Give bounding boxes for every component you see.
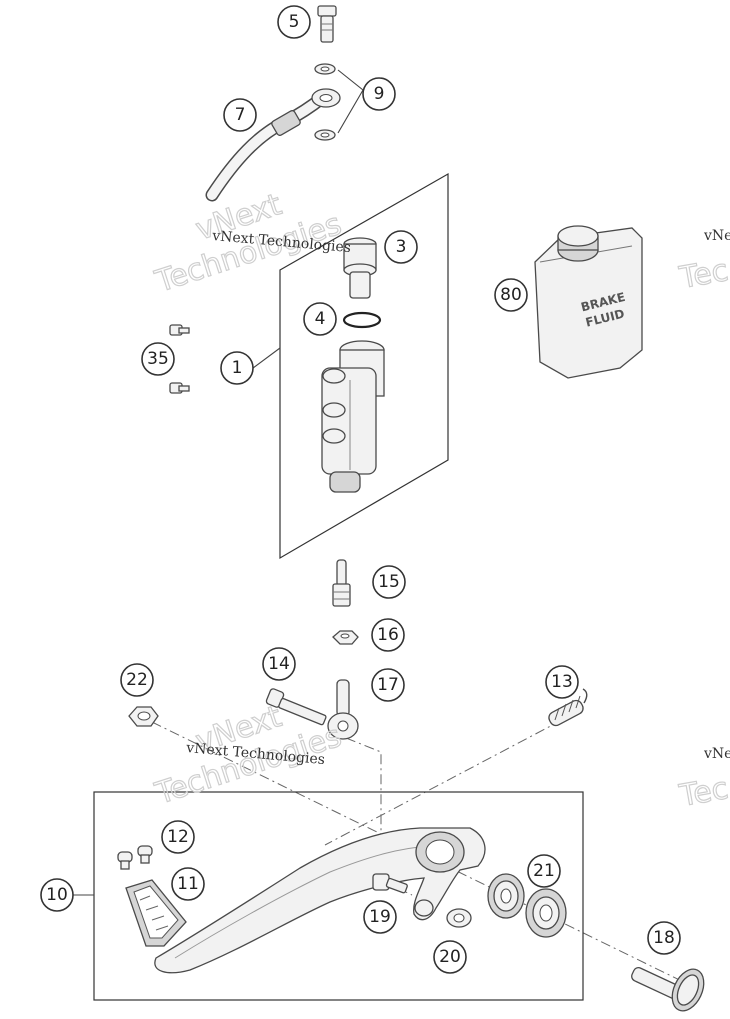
callout-11: 11 [171, 867, 205, 901]
leader-9 [337, 69, 364, 134]
axis-rod [345, 737, 382, 842]
fork-head-part [327, 679, 359, 740]
callout-19: 19 [363, 900, 397, 934]
callout-21: 21 [527, 854, 561, 888]
callout-20-label: 20 [439, 947, 461, 967]
screw-19-part [372, 873, 408, 894]
callout-4-label: 4 [315, 309, 326, 329]
push-rod-part [332, 559, 351, 607]
callout-13-label: 13 [551, 672, 573, 692]
watermark-edge-bottom: vNe Tec [676, 746, 730, 815]
callout-14: 14 [262, 647, 296, 681]
pivot-bolt-part [631, 966, 705, 1012]
callout-10-label: 10 [46, 885, 68, 905]
callout-16-label: 16 [377, 625, 399, 645]
callout-22: 22 [120, 663, 154, 697]
washer-20-part [446, 908, 472, 928]
callout-12: 12 [161, 820, 195, 854]
bearing-21-part [487, 873, 567, 938]
callout-21-label: 21 [533, 861, 555, 881]
cylinder-group-frame [279, 172, 449, 560]
sealing-ring-part [314, 63, 336, 141]
callout-1: 1 [220, 351, 254, 385]
screw-35-part [169, 324, 190, 394]
watermark-edge-big: Tec [676, 771, 730, 814]
callout-15: 15 [372, 565, 406, 599]
brake-hose-part [205, 88, 341, 202]
watermark-edge-top: vNe Tec [676, 228, 730, 297]
pedal-tip-part [125, 879, 187, 947]
callout-5: 5 [277, 5, 311, 39]
watermark-edge-small: vNe [703, 746, 730, 762]
brake-lever-part [154, 827, 486, 974]
callout-9-label: 9 [374, 84, 385, 104]
callout-80-label: 80 [500, 285, 522, 305]
callout-12-label: 12 [167, 827, 189, 847]
leader-1 [252, 347, 281, 369]
callout-7: 7 [223, 98, 257, 132]
callout-35-label: 35 [147, 349, 169, 369]
callout-1-label: 1 [232, 358, 243, 378]
banjo-bolt-part [317, 5, 337, 43]
callout-18: 18 [647, 921, 681, 955]
lever-group-frame [93, 791, 584, 1001]
callout-5-label: 5 [289, 12, 300, 32]
return-spring-part [548, 688, 588, 727]
callout-13: 13 [545, 665, 579, 699]
callout-3: 3 [384, 230, 418, 264]
callout-20: 20 [433, 940, 467, 974]
callout-10: 10 [40, 878, 74, 912]
o-ring-part [342, 311, 382, 329]
callout-11-label: 11 [177, 874, 199, 894]
callout-18-label: 18 [653, 928, 675, 948]
callout-7-label: 7 [235, 105, 246, 125]
callout-4: 4 [303, 302, 337, 336]
callout-19-label: 19 [369, 907, 391, 927]
callout-22-label: 22 [126, 670, 148, 690]
screw-12-part [117, 845, 153, 870]
callout-15-label: 15 [378, 572, 400, 592]
master-cylinder-part [321, 340, 385, 493]
axis-spring [324, 719, 563, 846]
callout-16: 16 [371, 618, 405, 652]
callout-9: 9 [362, 77, 396, 111]
callout-14-label: 14 [268, 654, 290, 674]
reservoir-connector-part [343, 237, 377, 299]
callout-35: 35 [141, 342, 175, 376]
callout-80: 80 [494, 278, 528, 312]
callout-17: 17 [371, 668, 405, 702]
watermark-top: vNext Technologies vNext Technologies [150, 187, 351, 301]
nut-22-part [128, 706, 159, 727]
callout-3-label: 3 [396, 237, 407, 257]
nut-16-part [332, 630, 359, 645]
bolt-14-part [265, 688, 327, 726]
callout-17-label: 17 [377, 675, 399, 695]
watermark-edge-small: vNe [703, 228, 730, 244]
watermark-edge-big: Tec [676, 253, 730, 296]
brake-fluid-can-part: BRAKE FLUID [534, 225, 643, 379]
